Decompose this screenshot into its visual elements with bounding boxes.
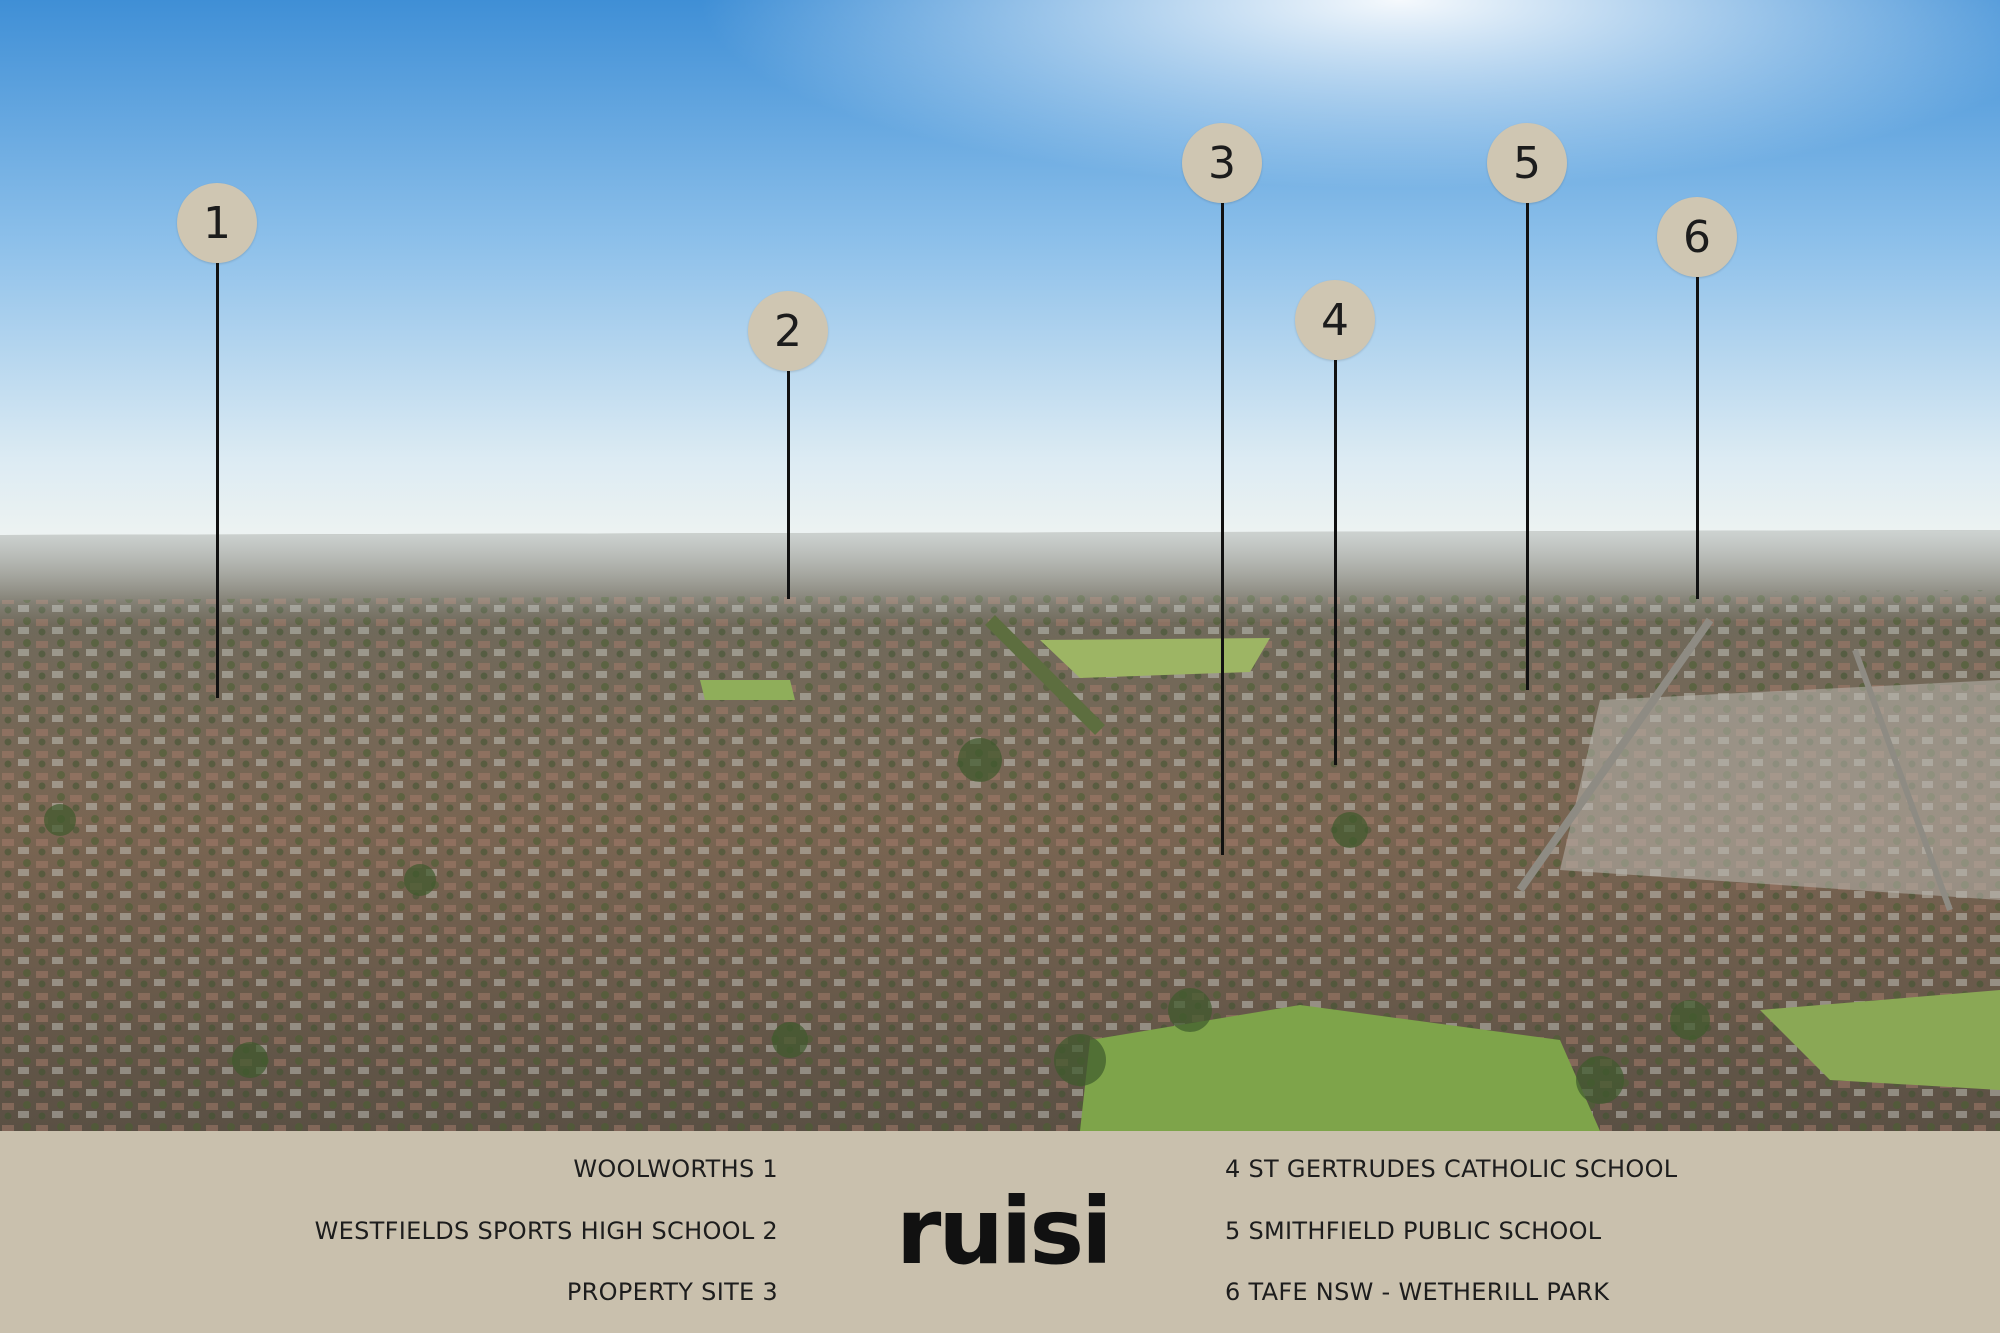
marker-1-pointer-line (216, 263, 219, 698)
legend-item-6: 6 TAFE NSW - WETHERILL PARK (1225, 1278, 1610, 1306)
legend-item-1: WOOLWORTHS 1 (573, 1155, 778, 1183)
marker-2-number: 2 (748, 291, 828, 371)
marker-4-pointer-line (1334, 360, 1337, 765)
marker-3-number: 3 (1182, 123, 1262, 203)
marker-1-number: 1 (177, 183, 257, 263)
legend-item-2: WESTFIELDS SPORTS HIGH SCHOOL 2 (314, 1217, 778, 1245)
legend-panel: WOOLWORTHS 1 WESTFIELDS SPORTS HIGH SCHO… (0, 1131, 2000, 1333)
marker-6-number: 6 (1657, 197, 1737, 277)
marker-4-number: 4 (1295, 280, 1375, 360)
aerial-photo (0, 0, 2000, 1131)
legend-item-3: PROPERTY SITE 3 (566, 1278, 778, 1306)
marker-3: 3 (1182, 123, 1262, 855)
ruisi-logo: ruisi (896, 1178, 1113, 1285)
marker-1: 1 (177, 183, 257, 698)
marker-6: 6 (1657, 197, 1737, 599)
marker-2: 2 (748, 291, 828, 599)
marker-5-pointer-line (1526, 203, 1529, 690)
marker-3-pointer-line (1221, 203, 1224, 855)
marker-6-pointer-line (1696, 277, 1699, 599)
marker-4: 4 (1295, 280, 1375, 765)
legend-item-5: 5 SMITHFIELD PUBLIC SCHOOL (1225, 1217, 1602, 1245)
legend-item-4: 4 ST GERTRUDES CATHOLIC SCHOOL (1225, 1155, 1678, 1183)
marker-5: 5 (1487, 123, 1567, 690)
marker-2-pointer-line (787, 371, 790, 599)
marker-5-number: 5 (1487, 123, 1567, 203)
